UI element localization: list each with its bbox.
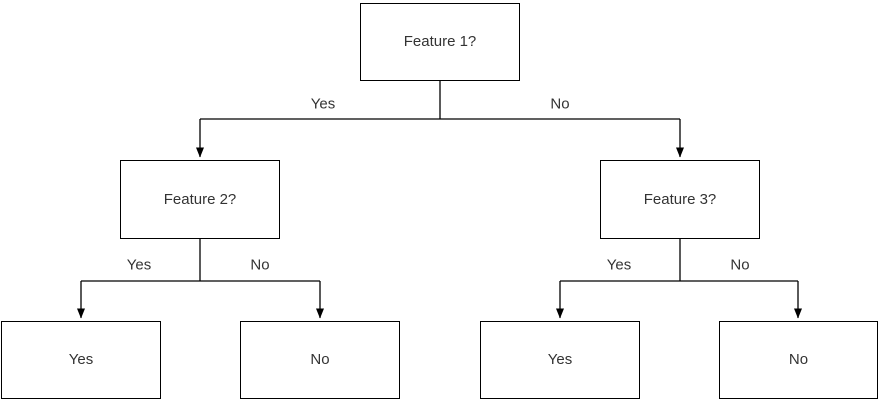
edge-label-feature3-no: No (727, 256, 753, 274)
leaf-node-yes-right: Yes (480, 321, 640, 399)
leaf-node-no-right: No (719, 321, 878, 399)
edge-label-root-yes: Yes (307, 95, 339, 113)
node-label: No (310, 351, 330, 368)
node-label: Yes (68, 351, 94, 368)
node-label: Feature 3? (643, 190, 717, 208)
node-feature-2: Feature 2? (120, 160, 280, 239)
edge-label-feature3-yes: Yes (603, 256, 635, 274)
edge-label-root-no: No (547, 95, 573, 113)
edge-label-feature2-yes: Yes (123, 256, 155, 274)
node-label: Feature 1? (403, 33, 477, 50)
node-label: Feature 2? (163, 190, 237, 208)
node-feature-3: Feature 3? (600, 160, 760, 239)
edge-label-feature2-no: No (247, 256, 273, 274)
node-label: No (788, 351, 809, 368)
leaf-node-yes-left: Yes (1, 321, 161, 399)
leaf-node-no-left: No (240, 321, 400, 399)
node-feature-1: Feature 1? (360, 3, 520, 81)
node-label: Yes (547, 351, 573, 368)
